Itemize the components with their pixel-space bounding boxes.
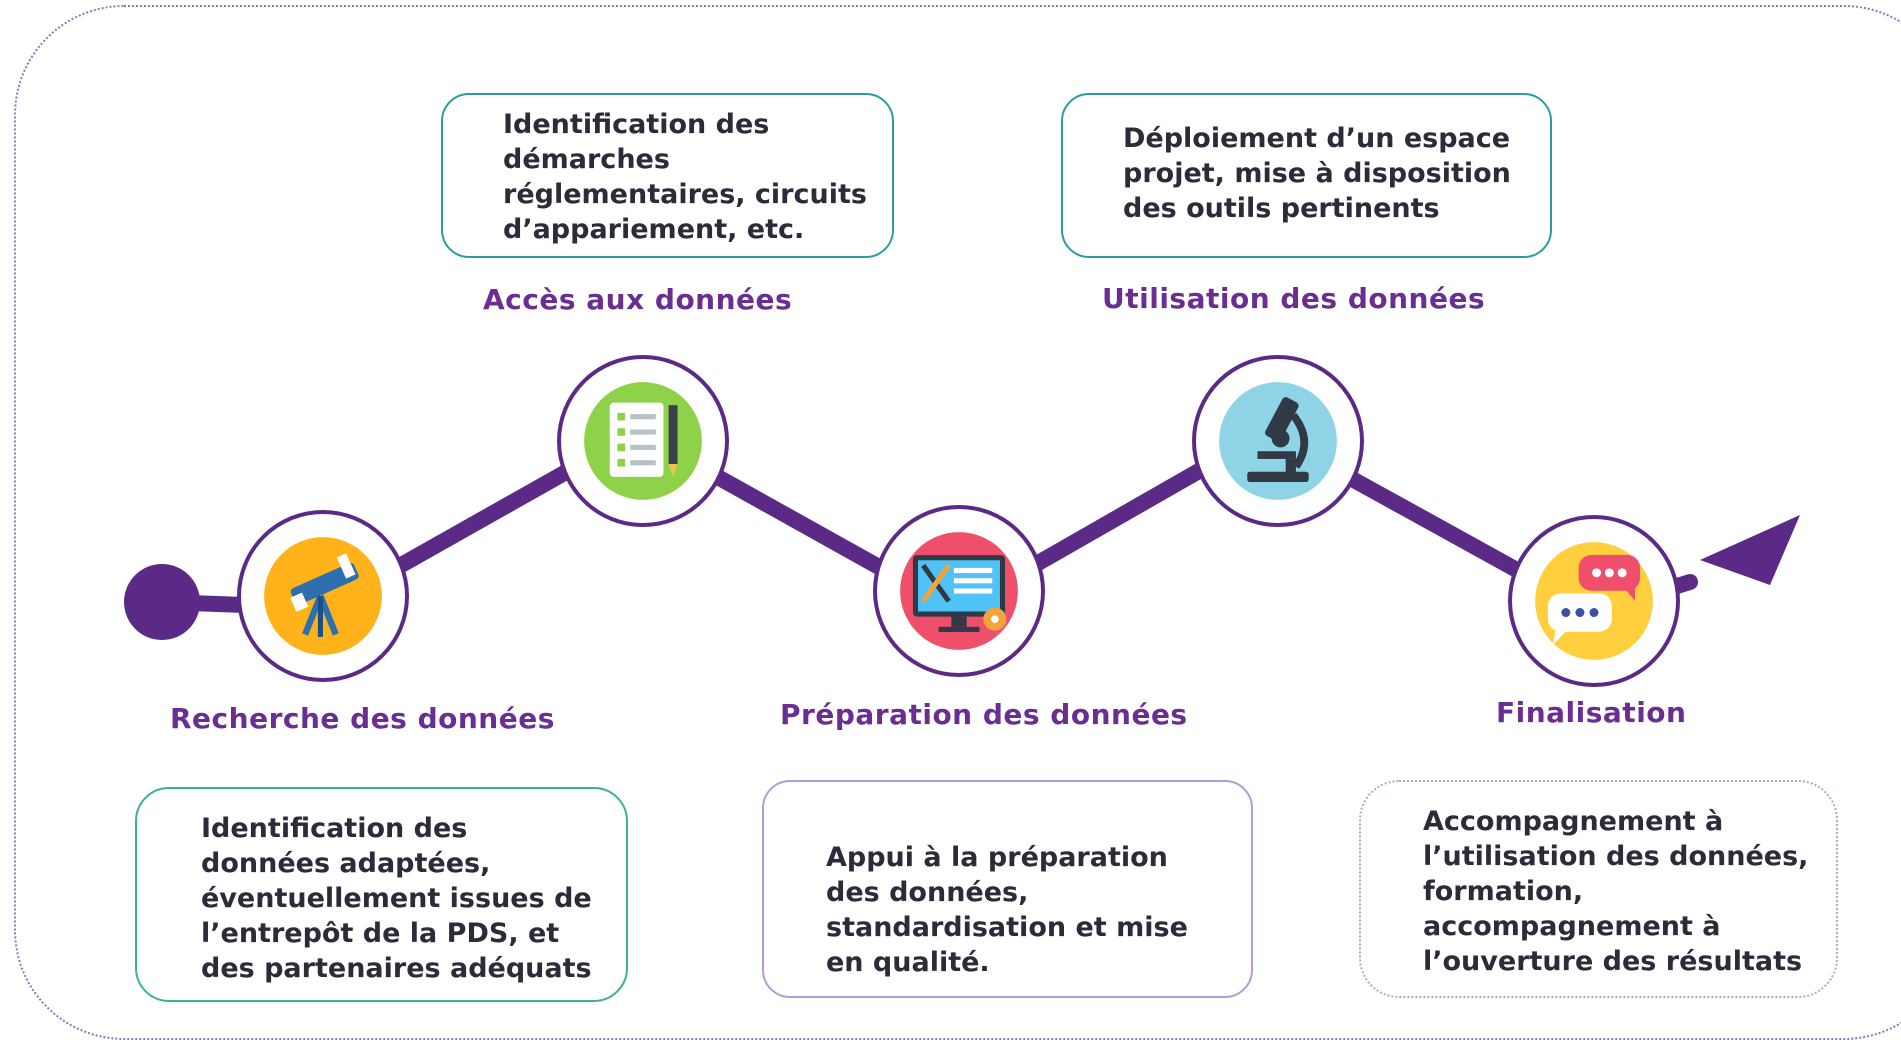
chat-bubbles-icon <box>1535 542 1653 660</box>
stage-description-text-4: Déploiement d’un espace projet, mise à d… <box>1123 123 1511 225</box>
stage-node-2 <box>557 355 729 527</box>
stage-node-4 <box>1192 355 1364 527</box>
microscope-icon <box>1219 382 1337 500</box>
stage-label-3: Préparation des données <box>780 698 1188 731</box>
stage-node-5 <box>1508 515 1680 687</box>
stage-description-text-2: Identification des démarches réglementai… <box>503 109 867 246</box>
checklist-icon <box>584 382 702 500</box>
stage-description-text-3: Appui à la préparation des données, stan… <box>826 842 1188 979</box>
stage-label-5: Finalisation <box>1496 696 1687 729</box>
stage-description-3: Appui à la préparation des données, stan… <box>762 780 1253 998</box>
timeline-start-dot <box>124 564 200 640</box>
outer-frame <box>14 5 1901 1040</box>
stage-description-4: Déploiement d’un espace projet, mise à d… <box>1061 93 1552 258</box>
stage-description-text-1: Identification des données adaptées, éve… <box>201 813 592 985</box>
stage-description-text-5: Accompagnement à l’utilisation des donné… <box>1423 806 1809 978</box>
stage-node-1 <box>237 510 409 682</box>
monitor-tools-icon <box>900 532 1018 650</box>
stage-node-3 <box>873 505 1045 677</box>
stage-label-1: Recherche des données <box>170 702 555 735</box>
stage-label-2: Accès aux données <box>483 283 793 316</box>
stage-description-5: Accompagnement à l’utilisation des donné… <box>1359 780 1838 998</box>
timeline-arrowhead <box>1700 515 1800 585</box>
stage-label-4: Utilisation des données <box>1102 282 1486 315</box>
stage-description-2: Identification des démarches réglementai… <box>441 93 894 258</box>
telescope-icon <box>264 537 382 655</box>
stage-description-1: Identification des données adaptées, éve… <box>135 787 628 1002</box>
